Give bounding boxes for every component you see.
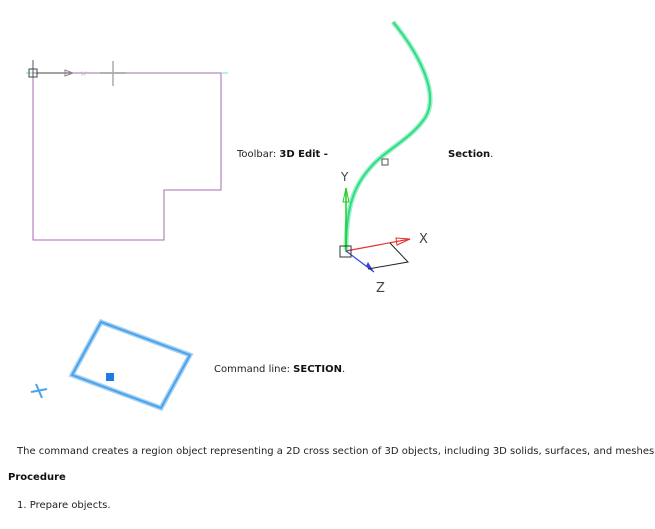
section-plane-figure <box>30 318 194 412</box>
svg-text:X: X <box>419 232 428 247</box>
grip-icon <box>106 373 114 381</box>
toolbar-command: Section. <box>448 149 494 160</box>
toolbar-instruction: Toolbar: 3D Edit - <box>237 149 328 160</box>
description-paragraph: The command creates a region object repr… <box>17 446 655 457</box>
polyline-figure: × <box>26 60 228 241</box>
svg-text:Y: Y <box>340 170 349 184</box>
svg-text:Z: Z <box>376 281 385 296</box>
procedure-step: 1. Prepare objects. <box>17 500 111 511</box>
toolbar-name: 3D Edit - <box>279 149 328 160</box>
command-line-instruction: Command line: SECTION. <box>214 364 346 375</box>
curve-figure: Y X Z <box>339 20 433 296</box>
procedure-heading: Procedure <box>8 472 66 483</box>
svg-text:×: × <box>80 69 87 78</box>
command-name: SECTION <box>293 364 342 375</box>
arrow-icon <box>64 69 75 77</box>
